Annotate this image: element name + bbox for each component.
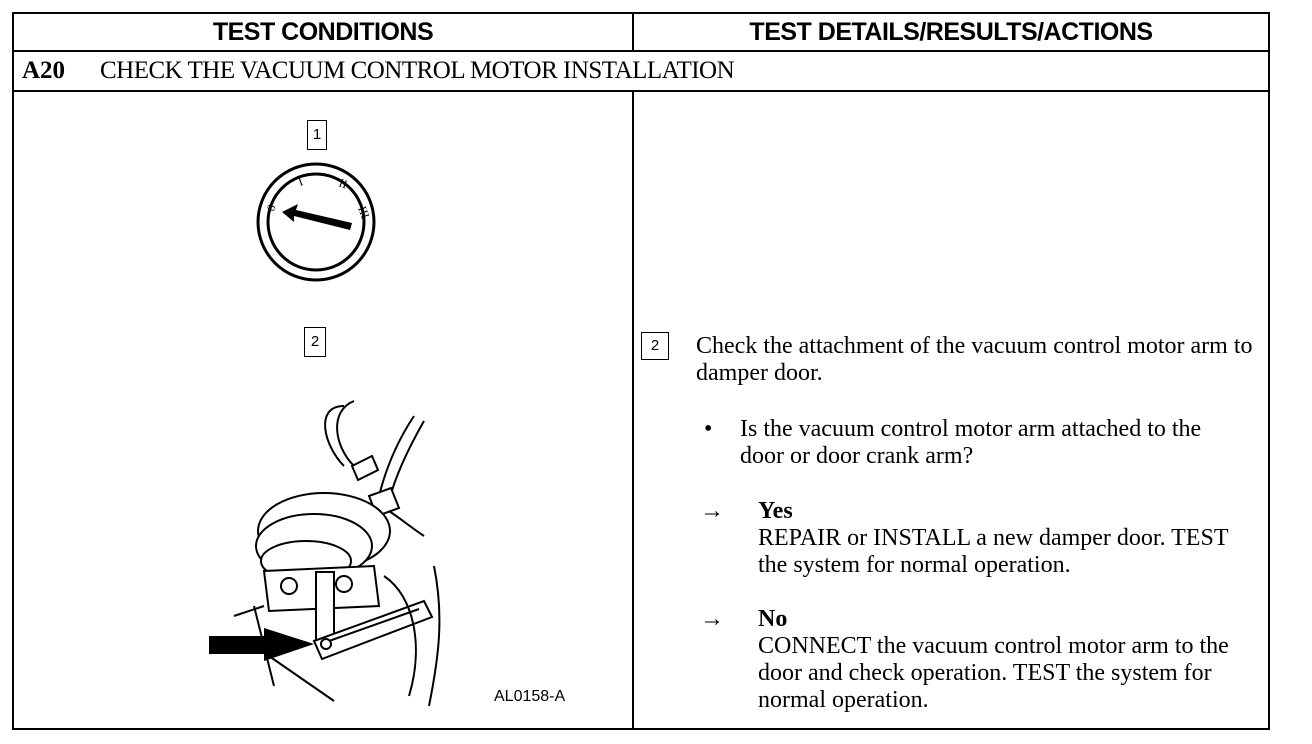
step-row: A20 CHECK THE VACUUM CONTROL MOTOR INSTA… [14,52,1268,92]
function-dial-figure: 0 I II III [256,162,376,282]
arrow-yes: → [700,498,724,524]
vacuum-motor-figure [209,400,441,706]
test-table: TEST CONDITIONS TEST DETAILS/RESULTS/ACT… [12,12,1270,730]
figure-code: AL0158-A [494,688,566,705]
answer-yes-label: Yes [758,498,793,524]
step-title: CHECK THE VACUUM CONTROL MOTOR INSTALLAT… [100,57,735,84]
instruction-text: Check the attachment of the vacuum contr… [696,333,1253,386]
dial-mark-3: III [355,204,372,220]
answer-no-label: No [758,606,788,632]
header-test-conditions: TEST CONDITIONS [14,14,634,50]
dial-mark-0: 0 [264,203,279,213]
figure-label-1: 1 [307,120,327,150]
table-header: TEST CONDITIONS TEST DETAILS/RESULTS/ACT… [14,14,1268,52]
question-text: Is the vacuum control motor arm attached… [740,416,1202,469]
dial-mark-1: I [296,174,305,189]
step-label-2: 2 [641,332,669,360]
bullet: • [704,416,713,442]
step-id: A20 [22,57,66,84]
arrow-no: → [700,606,724,632]
column-divider [632,92,634,728]
answer-yes-action: REPAIR or INSTALL a new damper door. TES… [758,525,1229,578]
figure-label-2: 2 [304,327,326,357]
answer-no-action: CONNECT the vacuum control motor arm to … [758,633,1229,713]
header-test-details: TEST DETAILS/RESULTS/ACTIONS [749,18,1153,46]
